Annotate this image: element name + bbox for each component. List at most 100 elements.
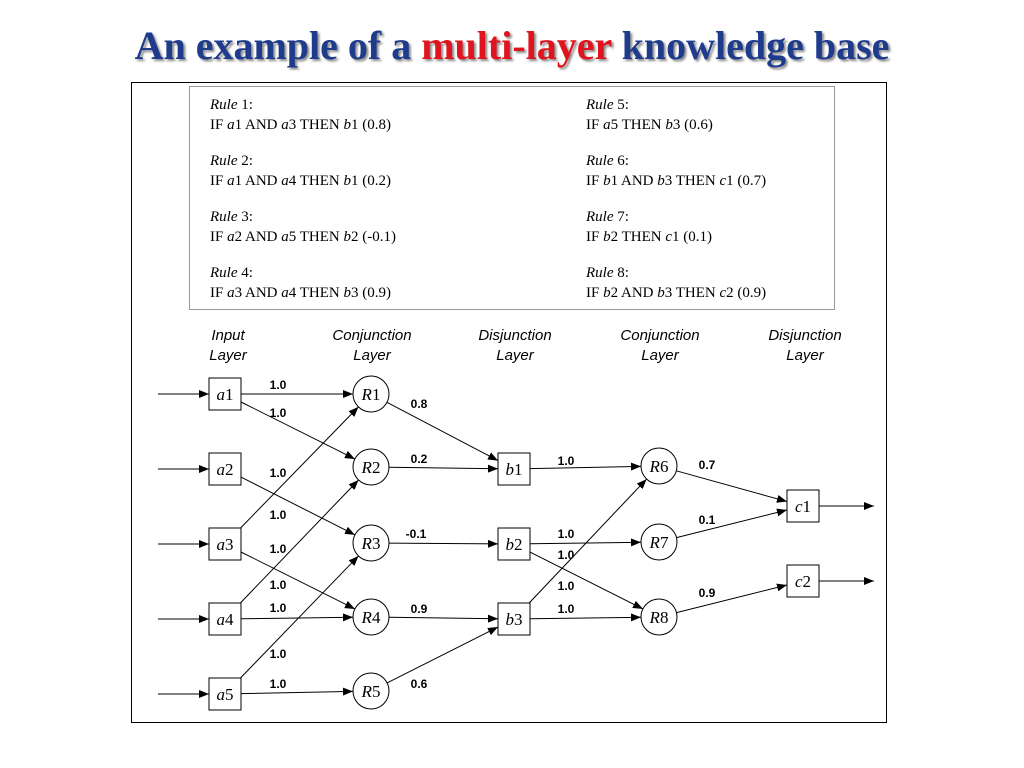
layer-label-5-line2: Layer xyxy=(786,347,825,364)
weight-label-a3-R4: 1.0 xyxy=(270,542,287,556)
node-R6: R6 xyxy=(640,447,678,485)
layer-label-5-line1: Disjunction xyxy=(768,327,841,344)
node-c2: c2 xyxy=(786,564,820,598)
weight-label-a5-R5: 1.0 xyxy=(270,677,287,691)
node-c1-box xyxy=(786,489,820,523)
node-b1-box xyxy=(497,452,531,486)
edge-R5-b3 xyxy=(386,626,499,684)
node-R7-label: R7 xyxy=(649,533,669,552)
node-R1-label: R1 xyxy=(361,385,381,404)
edge-R3-b2 xyxy=(388,539,499,548)
node-c1-label: c1 xyxy=(795,497,811,516)
weight-label-R7-c1: 0.1 xyxy=(699,513,716,527)
rule-6: Rule 6:IF b1 AND b3 THEN c1 (0.7) xyxy=(586,153,767,189)
edge-a5-R5 xyxy=(240,687,354,696)
edge-R6-c1 xyxy=(676,470,788,503)
edge-a4-R2 xyxy=(240,479,359,604)
edge-a5-R3 xyxy=(240,555,359,679)
weight-label-b3-R6: 1.0 xyxy=(558,579,575,593)
node-R2-label: R2 xyxy=(361,458,381,477)
node-R1-circle xyxy=(352,375,390,413)
node-a1: a1 xyxy=(208,377,242,411)
rule-8: Rule 8:IF b2 AND b3 THEN c2 (0.9) xyxy=(586,265,767,301)
node-b2-label: b2 xyxy=(506,535,523,554)
edge-R2-b1 xyxy=(388,464,499,473)
title-part-1: An example of a xyxy=(134,23,412,68)
node-R8-circle xyxy=(640,598,678,636)
title-part-2: multi-layer xyxy=(421,23,612,68)
node-a4-box xyxy=(208,602,242,636)
edge-R1-b1 xyxy=(386,401,499,462)
weight-label-a2-R3: 1.0 xyxy=(270,466,287,480)
weight-label-a3-R1: 1.0 xyxy=(270,508,287,522)
node-R7-circle xyxy=(640,523,678,561)
rule-4: Rule 4:IF a3 AND a4 THEN b3 (0.9) xyxy=(210,265,391,301)
node-R3: R3 xyxy=(352,524,390,562)
node-R4-circle xyxy=(352,598,390,636)
weight-label-a4-R2: 1.0 xyxy=(270,578,287,592)
edge-a3-R4 xyxy=(240,551,356,610)
node-b1: b1 xyxy=(497,452,531,486)
node-R6-circle xyxy=(640,447,678,485)
slide-title: An example of a multi-layer knowledge ba… xyxy=(0,22,1024,69)
node-a2-box xyxy=(208,452,242,486)
layer-label-4-line1: Conjunction xyxy=(620,327,699,344)
weight-label-a5-R3: 1.0 xyxy=(270,647,287,661)
node-R3-circle xyxy=(352,524,390,562)
weight-label-b2-R8: 1.0 xyxy=(558,548,575,562)
edge-a3-R1 xyxy=(240,406,359,529)
node-a4: a4 xyxy=(208,602,242,636)
node-R3-label: R3 xyxy=(361,534,381,553)
node-b1-label: b1 xyxy=(506,460,523,479)
weight-label-a1-R1: 1.0 xyxy=(270,378,287,392)
node-a1-box xyxy=(208,377,242,411)
node-R6-label: R6 xyxy=(649,457,669,476)
node-a1-label: a1 xyxy=(217,385,234,404)
node-c2-label: c2 xyxy=(795,572,811,591)
edge-a2-R3 xyxy=(240,476,356,536)
weight-label-R8-c2: 0.9 xyxy=(699,586,716,600)
weight-label-a4-R4: 1.0 xyxy=(270,601,287,615)
node-R4: R4 xyxy=(352,598,390,636)
layer-label-3-line1: Disjunction xyxy=(478,327,551,344)
node-R5-circle xyxy=(352,672,390,710)
edge-a4-R4 xyxy=(240,613,354,622)
rules-box: Rule 1:IF a1 AND a3 THEN b1 (0.8) Rule 2:… xyxy=(189,86,835,310)
rule-2: Rule 2:IF a1 AND a4 THEN b1 (0.2) xyxy=(210,153,391,189)
node-a5-box xyxy=(208,677,242,711)
weight-label-b2-R7: 1.0 xyxy=(558,527,575,541)
node-R7: R7 xyxy=(640,523,678,561)
weight-label-R5-b3: 0.6 xyxy=(411,677,428,691)
weight-label-b1-R6: 1.0 xyxy=(558,454,575,468)
layer-label-3-line2: Layer xyxy=(496,347,535,364)
node-a3: a3 xyxy=(208,527,242,561)
weight-label-b3-R8: 1.0 xyxy=(558,602,575,616)
weight-label-R3-b2: -0.1 xyxy=(406,527,427,541)
node-a5-label: a5 xyxy=(217,685,234,704)
node-R8-label: R8 xyxy=(649,608,669,627)
rule-1: Rule 1:IF a1 AND a3 THEN b1 (0.8) xyxy=(210,97,391,133)
node-R2: R2 xyxy=(352,448,390,486)
edge-R7-c1 xyxy=(676,508,788,539)
title-part-3: knowledge base xyxy=(621,23,890,68)
weight-label-R6-c1: 0.7 xyxy=(699,458,716,472)
node-R1: R1 xyxy=(352,375,390,413)
edge-b3-R6 xyxy=(528,478,647,604)
weight-label-R2-b1: 0.2 xyxy=(411,452,428,466)
node-a2: a2 xyxy=(208,452,242,486)
node-a4-label: a4 xyxy=(217,610,235,629)
edge-b1-R6 xyxy=(529,462,642,471)
node-a2-label: a2 xyxy=(217,460,234,479)
node-b3-box xyxy=(497,602,531,636)
node-R8: R8 xyxy=(640,598,678,636)
rule-5: Rule 5:IF a5 THEN b3 (0.6) xyxy=(586,97,713,133)
rule-3: Rule 3:IF a2 AND a5 THEN b2 (-0.1) xyxy=(210,209,396,245)
node-R4-label: R4 xyxy=(361,608,381,627)
node-R5-label: R5 xyxy=(361,682,381,701)
node-a5: a5 xyxy=(208,677,242,711)
node-b2: b2 xyxy=(497,527,531,561)
layer-label-2-line1: Conjunction xyxy=(332,327,411,344)
rule-7: Rule 7:IF b2 THEN c1 (0.1) xyxy=(586,209,712,245)
node-a3-label: a3 xyxy=(217,535,234,554)
